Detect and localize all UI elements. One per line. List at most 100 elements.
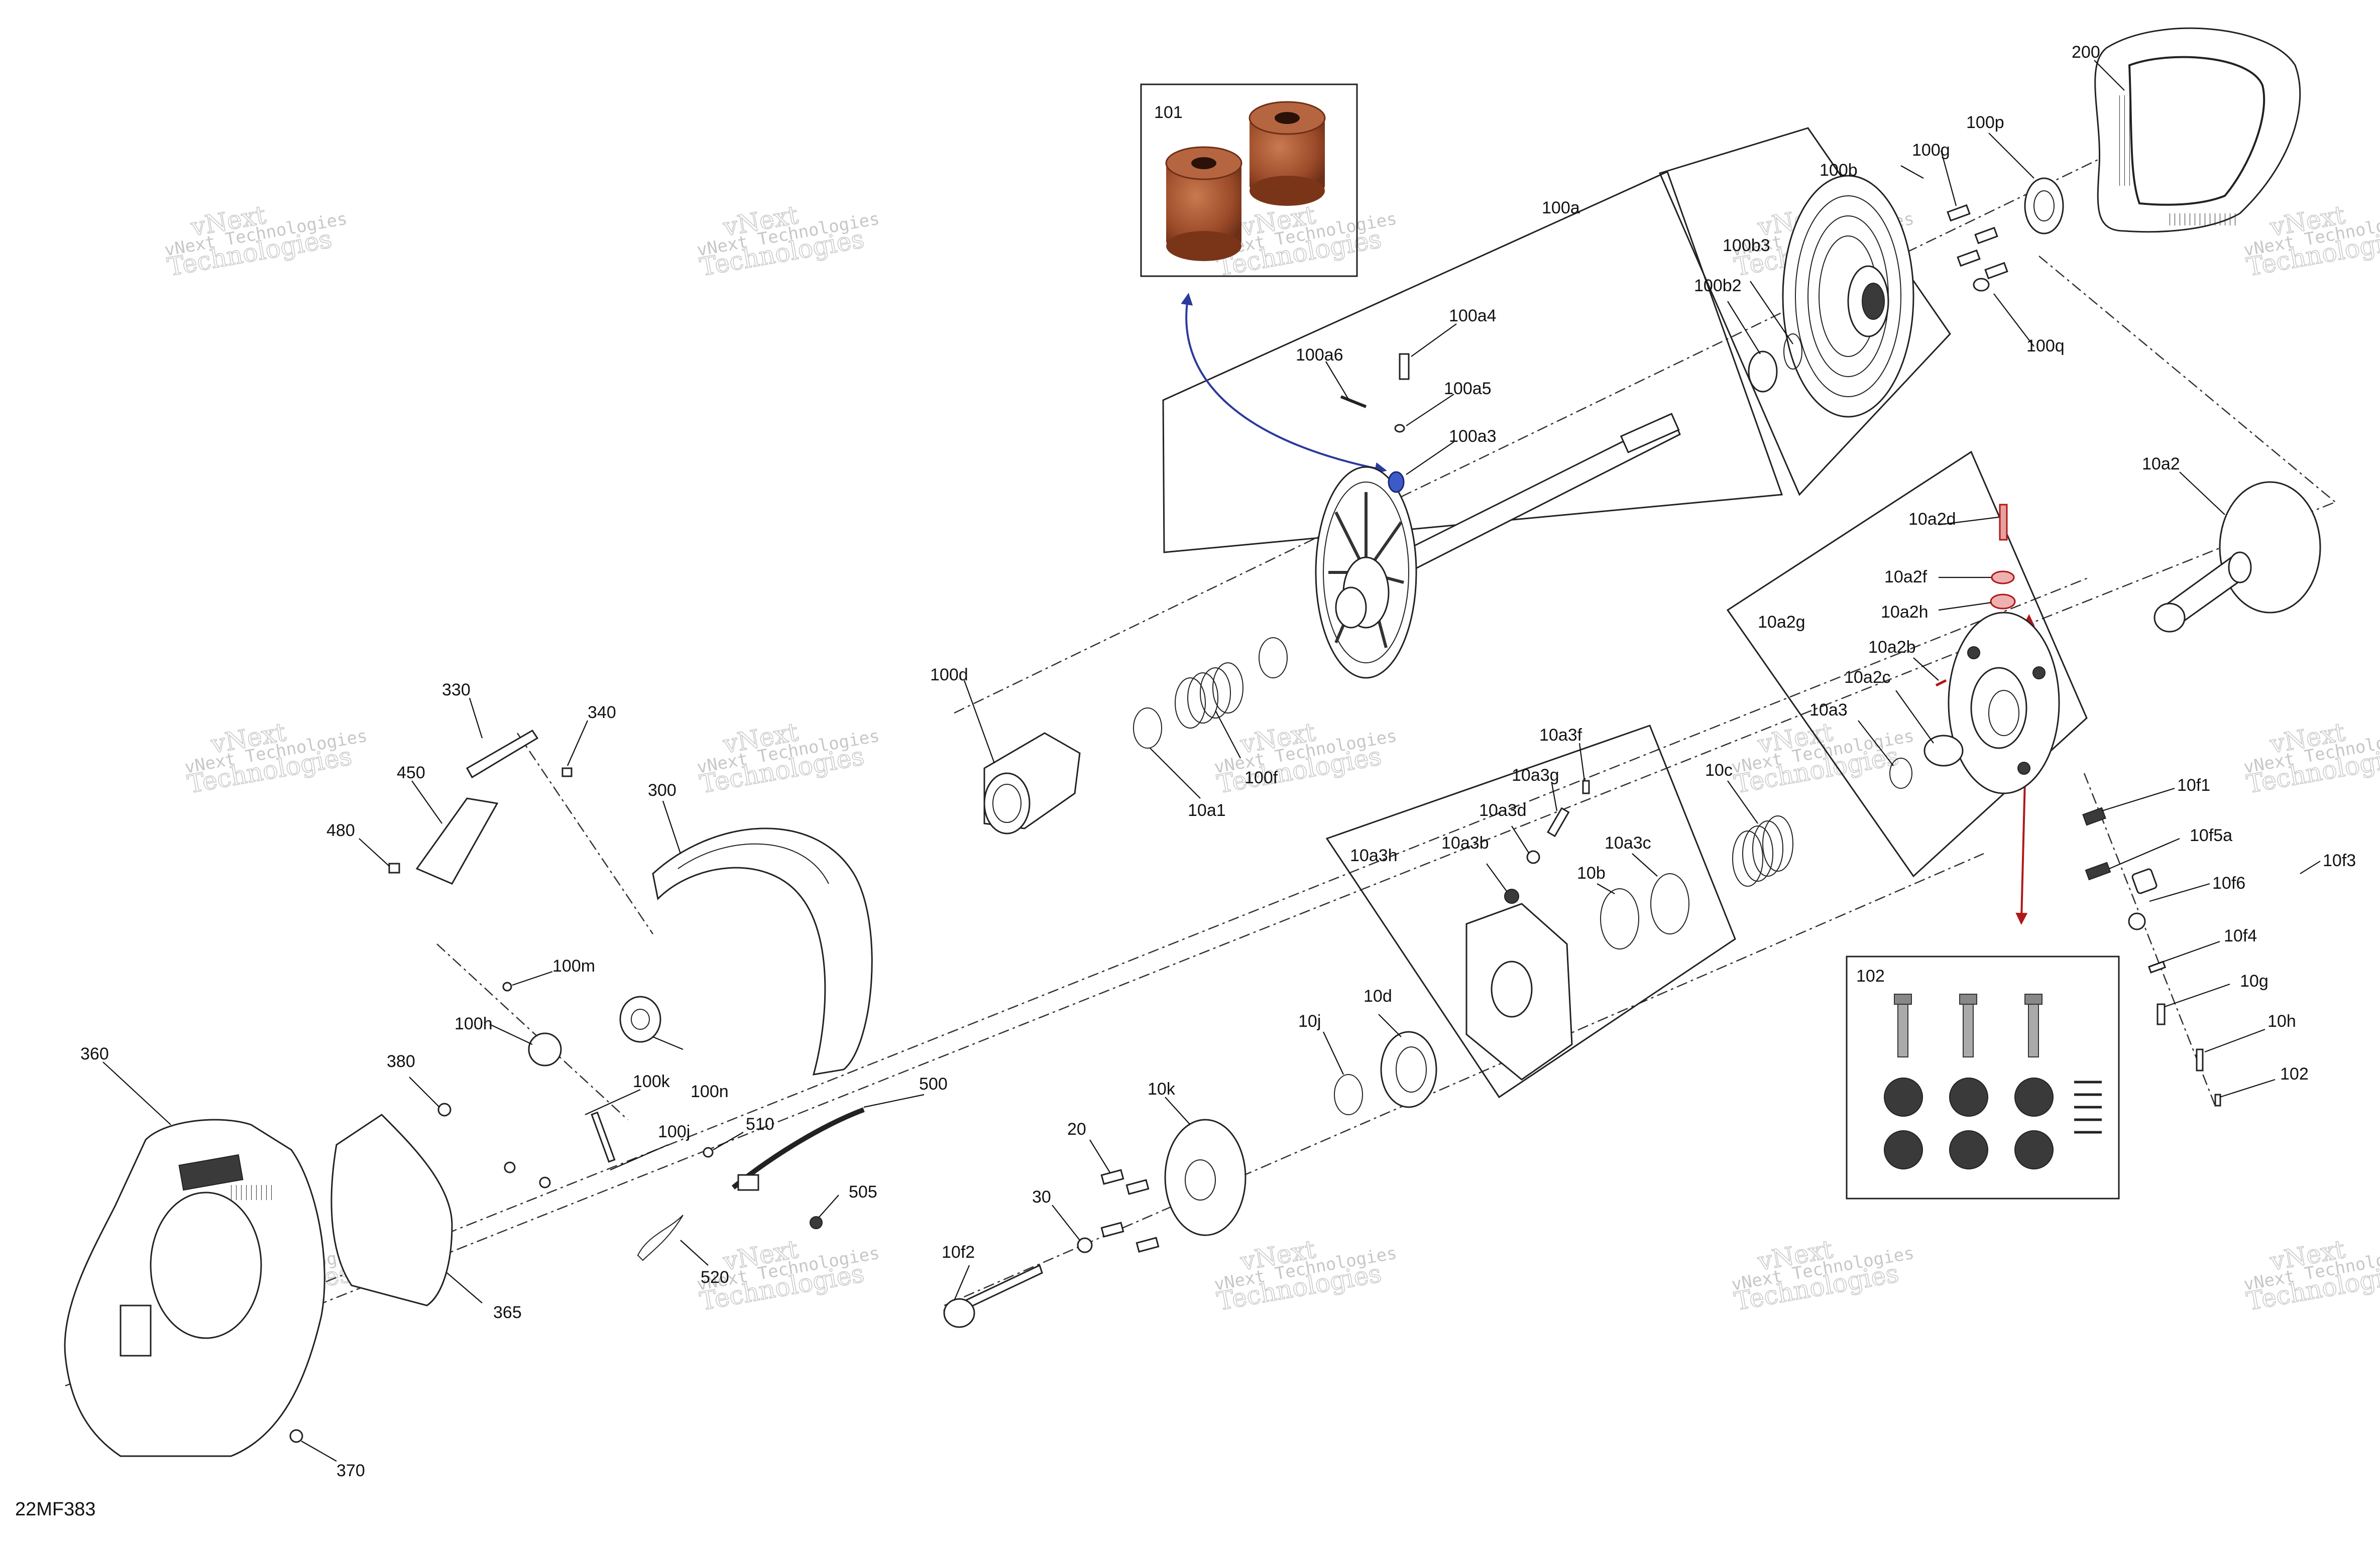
plate-450 xyxy=(415,797,499,885)
sensor-500 xyxy=(731,1107,865,1191)
label-10d: 10j xyxy=(1298,1012,1321,1031)
roller-10a3d xyxy=(1504,889,1519,904)
label-10a3b: 10a3c xyxy=(1605,834,1651,853)
washer-100a5 xyxy=(1394,424,1405,433)
screw-365b xyxy=(539,1176,551,1189)
screws-100g xyxy=(1947,204,2008,292)
label-100n: 100n xyxy=(691,1082,729,1101)
ring-10d xyxy=(1334,1074,1363,1115)
watermark: vNext Technologies vNext Technologies xyxy=(696,200,881,282)
label-100k: 100k xyxy=(633,1072,670,1091)
label-10a3f: 10a3g xyxy=(1512,766,1559,785)
inset-102-label: 102 xyxy=(1856,967,1885,986)
bearing-100p xyxy=(2024,177,2064,234)
label-10f1: 10f5a xyxy=(2190,826,2232,845)
label-10a3d: 10a3b xyxy=(1441,834,1489,853)
nut-505 xyxy=(810,1216,823,1229)
label-10f5a: 10f6 xyxy=(2212,874,2245,893)
washer-20 xyxy=(1077,1237,1093,1253)
label-100b2: 100b2 xyxy=(1694,276,1742,295)
pin-100a6 xyxy=(1340,395,1367,408)
label-340: 340 xyxy=(588,703,616,722)
label-10f2: 10f1 xyxy=(2177,776,2210,795)
fixed-sheave-100b xyxy=(1782,175,1914,418)
frame-100b xyxy=(1658,127,1951,496)
button-icon xyxy=(1884,1078,1923,1117)
label-30: 10f2 xyxy=(942,1243,975,1262)
watermark-group: vNext Technologies vNext Technologies vN… xyxy=(163,200,2380,1317)
bearing-10c-inner xyxy=(1396,1046,1427,1093)
bolt-100j xyxy=(591,1111,616,1163)
label-10a3c: 10b xyxy=(1577,864,1606,883)
label-10h: 102 xyxy=(2280,1064,2309,1084)
screw-380 xyxy=(437,1103,451,1117)
label-10c: 10d xyxy=(1364,987,1392,1006)
label-10f3: 10f4 xyxy=(2224,926,2257,945)
screw-480 xyxy=(388,863,400,874)
spider-100c xyxy=(983,732,1081,835)
label-10a3: 10a3h xyxy=(1350,846,1398,865)
label-10a3g: 10a3d xyxy=(1479,801,1527,820)
label-100j: 100j xyxy=(658,1122,690,1141)
label-10g: 10h xyxy=(2268,1012,2296,1031)
ring-10a3c xyxy=(1600,888,1639,949)
watermark: vNext Technologies vNext Technologies xyxy=(183,717,369,799)
drive-belt-200 xyxy=(2094,27,2301,233)
ring-10a3b xyxy=(1650,873,1689,934)
label-10a1: 10a2 xyxy=(2142,454,2180,473)
label-10a2f: 10a2h xyxy=(1881,603,1929,622)
ring-100f xyxy=(1133,707,1162,749)
label-510: 510 xyxy=(746,1115,774,1134)
spring-10b xyxy=(1732,815,1793,887)
button-icon xyxy=(1884,1130,1923,1169)
label-370: 370 xyxy=(336,1461,365,1480)
watermark: vNext Technologies vNext Technologies xyxy=(696,1234,881,1317)
screw-365a xyxy=(504,1161,516,1173)
label-100c: 100d xyxy=(930,665,968,684)
button-icon xyxy=(2014,1130,2054,1169)
label-100a6: 100a6 xyxy=(1296,345,1343,365)
bushing-100b2 xyxy=(1748,350,1778,393)
label-10a2b: 10a2c xyxy=(1844,668,1891,687)
label-330: 330 xyxy=(442,680,471,699)
washer-370 xyxy=(289,1429,303,1443)
frame-10a3 xyxy=(1325,725,1736,1099)
button-icon xyxy=(2014,1078,2054,1117)
label-20: 30 xyxy=(1032,1188,1051,1207)
label-100p: 100p xyxy=(1966,113,2004,132)
label-10k: 20 xyxy=(1067,1120,1086,1139)
ring-100b3 xyxy=(1783,333,1802,370)
label-505: 505 xyxy=(849,1182,877,1202)
screw-340 xyxy=(561,767,573,777)
cover-365 xyxy=(330,1114,453,1307)
button-10a2f xyxy=(1990,594,2016,610)
frame-10a2 xyxy=(1726,450,2088,878)
roller-100a3 xyxy=(1388,471,1405,493)
label-10a2h: 10a2b xyxy=(1868,638,1916,657)
label-10f4: 10g xyxy=(2240,972,2269,991)
bracket-330 xyxy=(466,729,539,779)
ring-100f-2 xyxy=(1259,637,1288,678)
nut-100h xyxy=(528,1032,562,1066)
parts-10f xyxy=(2082,807,2221,1107)
watermark: vNext Technologies vNext Technologies xyxy=(1213,717,1399,799)
label-10a3h: 10a3f xyxy=(1539,726,1582,745)
label-520: 520 xyxy=(701,1268,729,1287)
label-10f6: 10f3 xyxy=(2323,851,2356,870)
label-10j: 10k xyxy=(1148,1080,1176,1099)
label-100h: 100h xyxy=(455,1014,493,1033)
washer-100n-inner xyxy=(631,1009,650,1030)
inset-101: 101 xyxy=(1140,83,1358,277)
drawing-code: 22MF383 xyxy=(15,1499,96,1520)
cover-10a2 xyxy=(1948,612,2060,794)
watermark: vNext Technologies vNext Technologies xyxy=(2242,717,2380,799)
roller-icon xyxy=(1165,146,1242,261)
button-icon xyxy=(1949,1078,1988,1117)
roller-icon xyxy=(1249,101,1326,206)
label-100b3: 100b3 xyxy=(1723,236,1770,255)
pin-icon xyxy=(2024,994,2043,1057)
watermark: vNext Technologies vNext Technologies xyxy=(1730,1234,1916,1317)
blue-callout-arrow xyxy=(1181,293,1387,474)
label-100d: 100f xyxy=(1244,768,1278,787)
